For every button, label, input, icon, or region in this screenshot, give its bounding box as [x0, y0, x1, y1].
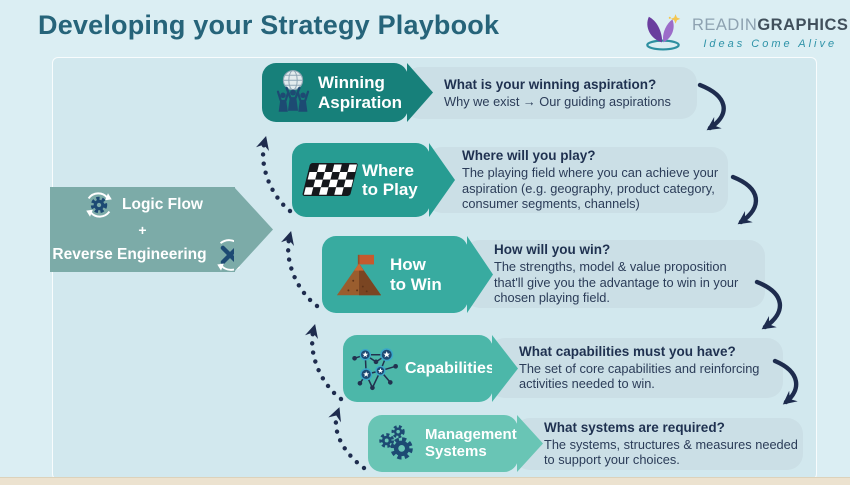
capabilities-banner: Capabilities [343, 335, 518, 402]
management-systems-panel: What systems are required? The systems, … [514, 418, 803, 470]
logic-flow-arrow: Logic Flow + Reverse Engineering [50, 187, 273, 272]
step-description: The strengths, model & value proposition… [494, 259, 739, 306]
step-description: The playing field where you can achieve … [462, 165, 719, 212]
chessboard-icon [292, 158, 362, 202]
network-icon [343, 346, 405, 392]
globe-people-icon [262, 68, 318, 118]
step-question: What is your winning aspiration? [444, 76, 657, 92]
butterfly-book-icon [646, 14, 681, 51]
plus-sign: + [138, 221, 147, 238]
logic-flow-line: Logic Flow [82, 188, 203, 222]
step-question: How will you win? [494, 242, 611, 258]
winning-aspiration-panel: What is your winning aspiration? Why we … [404, 67, 697, 119]
logo-tagline: Ideas Come Alive [703, 38, 838, 50]
logic-flow-arrow-point [234, 187, 273, 272]
page-title: Developing your Strategy Playbook [38, 10, 500, 40]
mountain-flag-icon [322, 251, 390, 299]
where-to-play-panel: Where will you play? The playing field w… [426, 147, 728, 213]
step-question: Where will you play? [462, 148, 596, 164]
step-description: The systems, structures & measures neede… [544, 436, 798, 468]
bottom-divider [0, 477, 850, 485]
gears-icon [368, 424, 425, 464]
brand-name: READINGRAPHICS [692, 16, 849, 34]
step-question: What capabilities must you have? [519, 343, 736, 359]
logic-flow-arrow-body: Logic Flow + Reverse Engineering [50, 187, 243, 272]
logo-text: READINGRAPHICS Ideas Come Alive [692, 16, 848, 50]
how-to-win-panel: How will you win? The strengths, model &… [464, 240, 765, 308]
capabilities-panel: What capabilities must you have? The set… [489, 338, 783, 398]
step-label: Capabilities [405, 359, 495, 377]
step-question: What systems are required? [544, 419, 725, 435]
sync-gear-icon [86, 191, 112, 218]
step-description: Why we exist → Our guiding aspirations [444, 93, 671, 109]
step-description: The set of core capabilities and reinfor… [519, 360, 760, 392]
reverse-engineering-line: Reverse Engineering [52, 238, 246, 272]
readingraphics-logo: READINGRAPHICS Ideas Come Alive [640, 12, 848, 54]
